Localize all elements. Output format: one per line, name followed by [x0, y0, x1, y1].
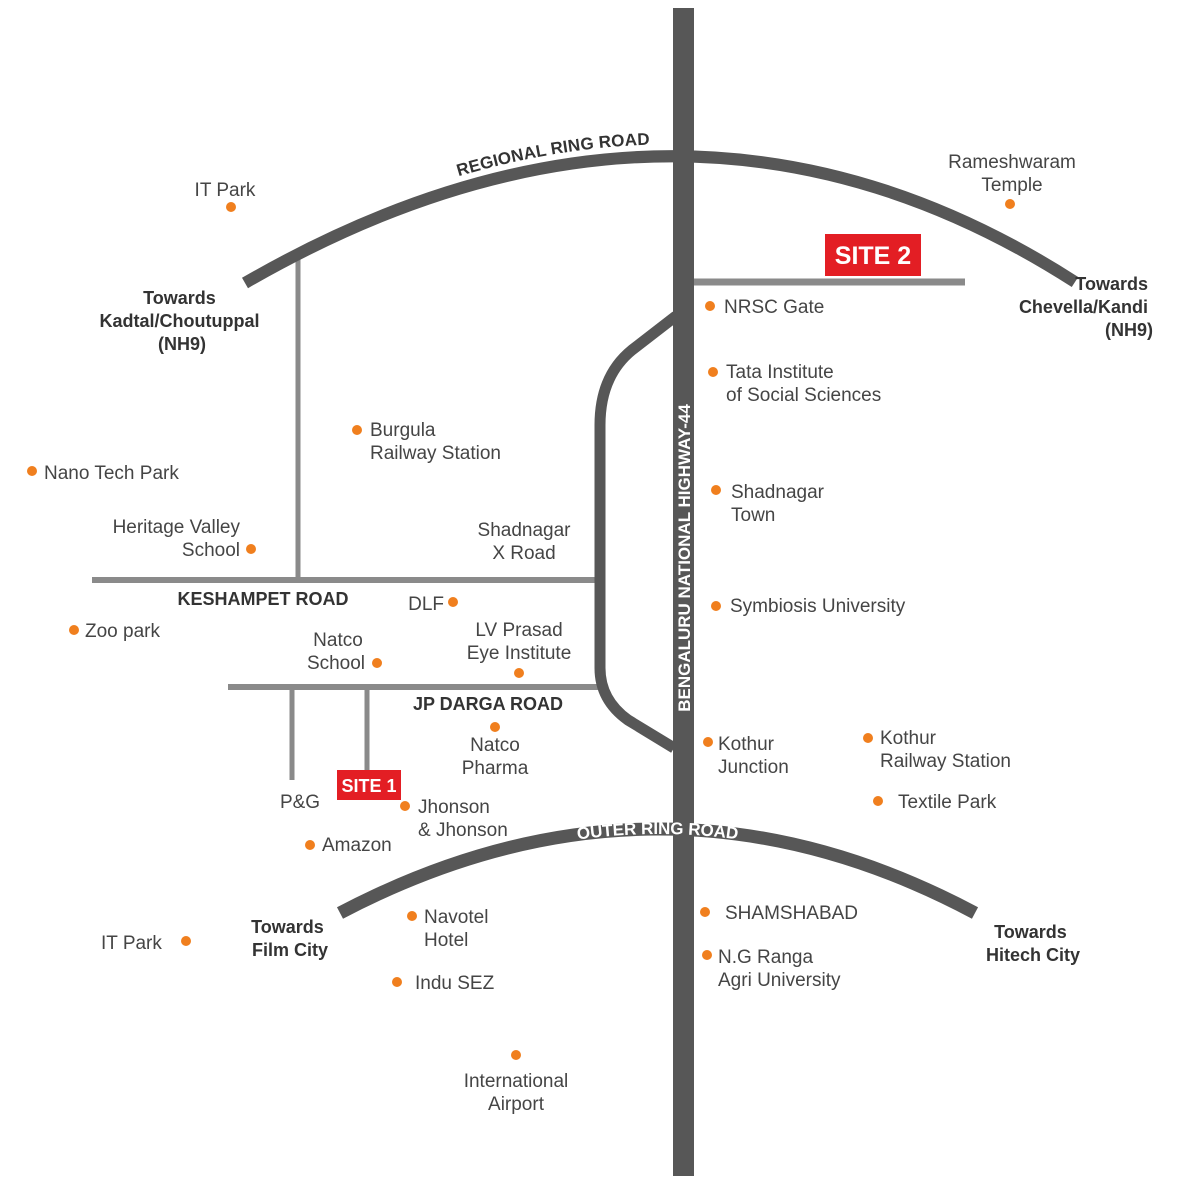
poi-indu-sez: Indu SEZ	[392, 973, 495, 994]
poi-shamshabad: SHAMSHABAD	[700, 903, 858, 924]
poi-dot-icon	[305, 840, 315, 850]
poi-label: Amazon	[322, 835, 392, 856]
poi-pg: P&G	[280, 792, 320, 813]
poi-label: NRSC Gate	[724, 297, 824, 318]
poi-zoo-park: Zoo park	[69, 621, 160, 642]
service-road	[594, 311, 680, 753]
poi-dot-icon	[514, 668, 524, 678]
poi-dot-icon	[372, 658, 382, 668]
site-1-label: SITE 1	[341, 776, 396, 796]
poi-symbiosis: Symbiosis University	[711, 596, 906, 617]
highway-label: BENGALURU NATIONAL HIGHWAY-44	[675, 404, 694, 712]
direction-hitech-city: Towards Hitech City	[986, 922, 1080, 965]
poi-dot-icon	[873, 796, 883, 806]
poi-dot-icon	[69, 625, 79, 635]
poi-dot-icon	[392, 977, 402, 987]
poi-dot-icon	[27, 466, 37, 476]
poi-label: Textile Park	[898, 792, 997, 813]
poi-label: IT Park	[195, 180, 256, 201]
direction-chevella: Towards Chevella/Kandi (NH9)	[1019, 274, 1153, 340]
poi-label: SHAMSHABAD	[725, 903, 858, 924]
national-highway-44	[673, 8, 694, 1176]
site-2-marker[interactable]: SITE 2	[825, 234, 921, 276]
poi-label: IT Park	[101, 933, 162, 954]
keshampet-road-label: KESHAMPET ROAD	[177, 589, 348, 609]
poi-dot-icon	[711, 601, 721, 611]
poi-dot-icon	[246, 544, 256, 554]
poi-dot-icon	[490, 722, 500, 732]
poi-nano-tech-park: Nano Tech Park	[27, 463, 179, 484]
poi-label: Indu SEZ	[415, 973, 495, 994]
poi-label: Jhonson& Jhonson	[418, 797, 508, 841]
poi-label: Nano Tech Park	[44, 463, 179, 484]
poi-jhonson: Jhonson& Jhonson	[400, 797, 508, 841]
direction-kadtal: Towards Kadtal/Choutuppal (NH9)	[99, 288, 264, 354]
poi-dot-icon	[702, 950, 712, 960]
poi-dot-icon	[448, 597, 458, 607]
direction-film-city: Towards Film City	[251, 917, 329, 960]
outer-ring-road	[340, 829, 975, 913]
poi-dot-icon	[700, 907, 710, 917]
poi-dot-icon	[226, 202, 236, 212]
poi-dot-icon	[705, 301, 715, 311]
poi-it-park-north: IT Park	[195, 180, 256, 212]
site-1-marker[interactable]: SITE 1	[337, 770, 401, 800]
jp-darga-road-label: JP DARGA ROAD	[413, 694, 563, 714]
poi-nrsc-gate: NRSC Gate	[705, 297, 824, 318]
poi-dot-icon	[703, 737, 713, 747]
poi-dot-icon	[352, 425, 362, 435]
poi-label: Zoo park	[85, 621, 160, 642]
poi-it-park-south: IT Park	[101, 933, 191, 954]
outer-ring-road-label: OUTER RING ROAD	[576, 819, 740, 843]
poi-dot-icon	[711, 485, 721, 495]
poi-dot-icon	[511, 1050, 521, 1060]
poi-label: P&G	[280, 792, 320, 813]
poi-dlf: DLF	[408, 594, 458, 615]
regional-ring-road	[245, 156, 1075, 283]
poi-dot-icon	[400, 801, 410, 811]
poi-dot-icon	[708, 367, 718, 377]
poi-amazon: Amazon	[305, 835, 392, 856]
poi-dot-icon	[1005, 199, 1015, 209]
poi-dot-icon	[863, 733, 873, 743]
poi-dot-icon	[407, 911, 417, 921]
poi-label: Symbiosis University	[730, 596, 906, 617]
poi-textile-park: Textile Park	[873, 792, 997, 813]
poi-label: DLF	[408, 594, 444, 615]
poi-dot-icon	[181, 936, 191, 946]
site-2-label: SITE 2	[835, 242, 911, 270]
